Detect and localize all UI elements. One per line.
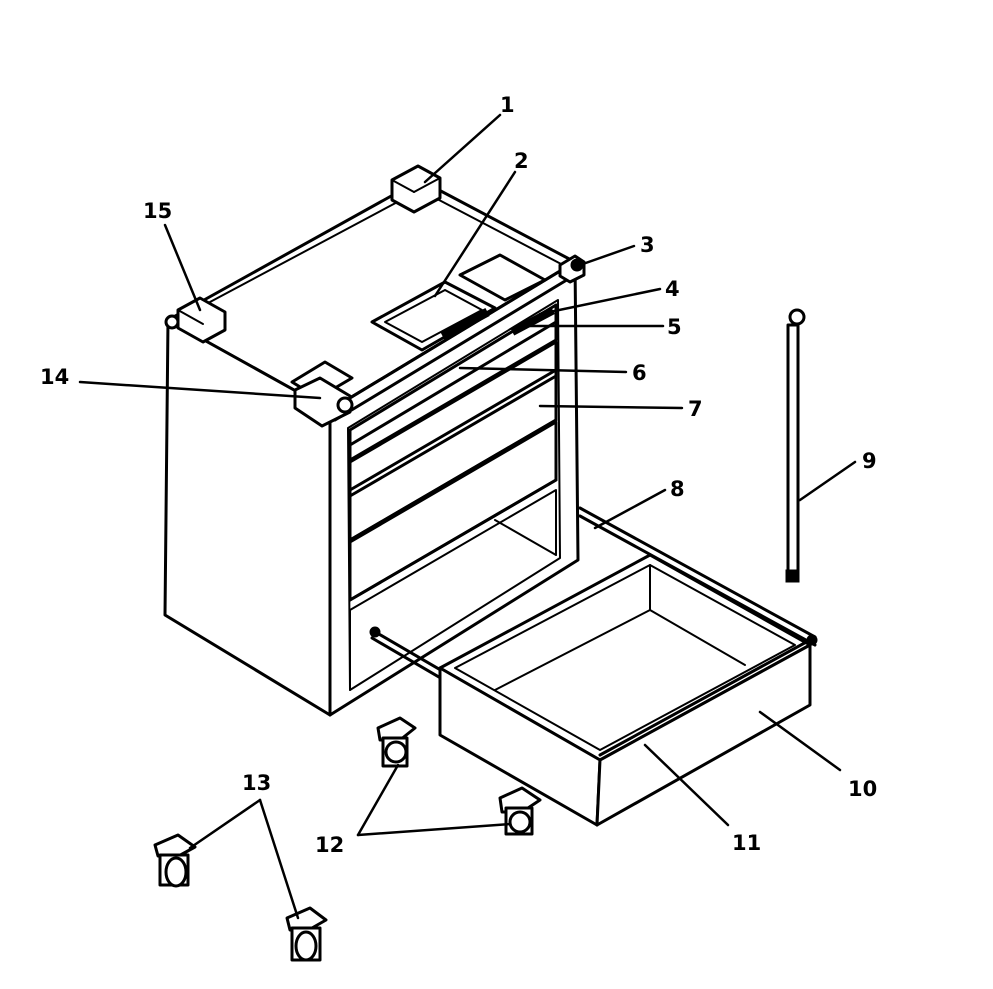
top-front-rail-lower — [333, 276, 572, 422]
leader-6 — [458, 366, 628, 374]
lock-rod-top — [788, 308, 806, 326]
top-rear-recess — [458, 253, 547, 302]
lower-bay — [349, 489, 557, 691]
drawer-inner-floor-a — [494, 609, 651, 691]
callout-5: 5 — [667, 315, 682, 339]
callout-4: 4 — [665, 277, 680, 301]
leader-7 — [538, 404, 684, 410]
callout-3: 3 — [640, 233, 655, 257]
caster-12b-wheel — [508, 810, 532, 834]
leader-14 — [78, 380, 322, 400]
leader-13a — [188, 798, 262, 850]
drawer-box-inner — [454, 564, 796, 751]
leader-10 — [758, 710, 842, 772]
caster-13b-wheel — [294, 930, 318, 962]
caster-12b-plate — [498, 786, 542, 814]
drawer-front-lip — [598, 638, 812, 757]
drawer-slide-start — [369, 626, 381, 638]
drawer-1-handle — [348, 320, 558, 447]
lower-bay-floor — [494, 519, 557, 556]
leader-2 — [433, 170, 517, 298]
drawer-slide-end — [806, 634, 818, 646]
top-center-tray — [370, 280, 497, 352]
caster-13a-plate — [153, 833, 197, 860]
leader-12a — [356, 763, 400, 837]
corner-bumper-front — [293, 376, 352, 428]
drawer-2-handle — [348, 368, 558, 492]
callout-15: 15 — [143, 199, 172, 223]
corner-bumper-rear — [390, 164, 442, 214]
callout-10: 10 — [848, 777, 877, 801]
corner-cap-front — [336, 396, 354, 414]
lock-rod-body — [786, 323, 800, 582]
callout-6: 6 — [632, 361, 647, 385]
drawer-stack — [348, 303, 558, 691]
caster-12a-plate — [376, 716, 417, 742]
callout-labels: 1 2 3 4 5 6 7 8 9 10 11 12 13 14 15 — [40, 93, 877, 857]
leader-3 — [578, 244, 636, 267]
bottom-drawer — [369, 506, 818, 827]
leader-15 — [163, 223, 202, 312]
callout-14: 14 — [40, 365, 69, 389]
callout-1: 1 — [500, 93, 515, 117]
leader-4 — [538, 287, 662, 316]
caster-rigid-2 — [498, 786, 542, 836]
lock-rod — [785, 308, 806, 583]
corner-bumper-left — [176, 296, 227, 344]
drawer-3-handle — [348, 478, 558, 602]
caster-12a-wheel — [384, 740, 408, 764]
bumper-rear-edge — [391, 179, 415, 193]
callout-12: 12 — [315, 833, 344, 857]
caster-swivel-2 — [285, 906, 328, 962]
caster-13a-wheel — [164, 856, 188, 888]
callout-13: 13 — [242, 771, 271, 795]
bumper-left-edge — [177, 309, 204, 325]
cabinet-body — [163, 164, 586, 717]
latch-bar — [440, 308, 490, 340]
callout-11: 11 — [732, 831, 761, 855]
front-frame-opening — [347, 299, 561, 691]
drawer-slide-right — [578, 506, 817, 639]
caster-swivel-1 — [153, 833, 197, 888]
leader-12b — [356, 822, 512, 837]
bumper-rear-edge-b — [413, 177, 441, 193]
corner-cap-left — [164, 314, 180, 330]
callout-8: 8 — [670, 477, 685, 501]
drawer-3-top — [348, 418, 558, 542]
leader-8 — [593, 488, 667, 530]
drawer-inner-floor-b — [649, 609, 746, 666]
drawer-box-front — [595, 643, 812, 827]
leader-13b — [258, 798, 300, 920]
lock-rod-bottom — [785, 569, 800, 583]
leader-11 — [643, 743, 730, 827]
drawer-2-handle-b — [348, 374, 558, 498]
callout-7: 7 — [688, 397, 703, 421]
caster-rigid-1 — [376, 716, 417, 768]
leader-9 — [798, 460, 857, 502]
callout-2: 2 — [514, 149, 529, 173]
leader-lines — [78, 113, 857, 920]
callout-9: 9 — [862, 449, 877, 473]
leader-1 — [423, 113, 502, 184]
